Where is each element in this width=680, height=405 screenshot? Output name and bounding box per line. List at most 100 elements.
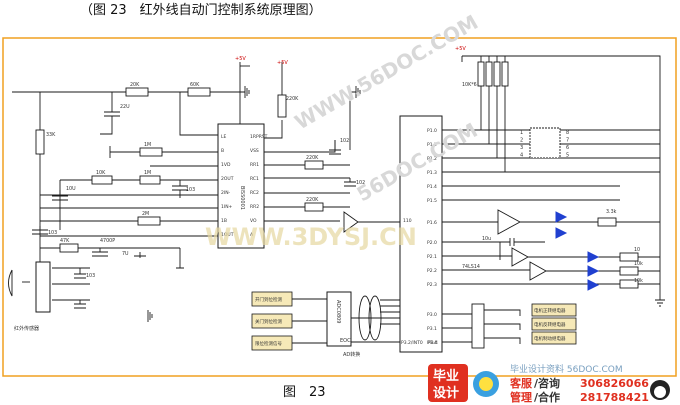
label-22u: 22U — [120, 104, 130, 110]
mcu-pin-right: P2.3 — [427, 282, 437, 288]
mcu-pin-right: P1.3 — [427, 170, 437, 176]
contact-sep-2: /合作 — [534, 390, 560, 404]
ic1-pin-left: 1OUT — [221, 232, 234, 238]
label-10k-a: 10k — [634, 261, 643, 267]
label-220k-b: 220K — [306, 155, 319, 161]
led-3 — [587, 251, 600, 263]
mcu-pin-right: P3.0 — [427, 312, 437, 318]
dip-num-left: 1 — [520, 130, 523, 136]
label-220k: 220K — [286, 96, 299, 102]
relay-box-label: 电机正转继电器 — [534, 307, 566, 314]
ic1-pin-right: RR2 — [250, 204, 259, 210]
ic1-pin-left: 2IN- — [221, 190, 231, 196]
led-5 — [587, 279, 600, 291]
label-1m-b: 1M — [144, 170, 151, 176]
label-4700p: 4700P — [100, 238, 115, 244]
label-1m-a: 1M — [144, 142, 151, 148]
label-74ls14: 74LS14 — [462, 264, 480, 270]
label-3-3k: 3.3k — [606, 209, 617, 215]
label-47k: 47K — [60, 238, 70, 244]
led-1 — [555, 211, 568, 223]
mcu-pin-right: P2.0 — [427, 240, 437, 246]
mcu-pin-right: P2.2 — [427, 268, 437, 274]
mcu-pin-p11-left: 110 — [403, 218, 412, 224]
mcu-pin-p34: P3.4 — [428, 340, 438, 346]
mcu-pin-right: P3.1 — [427, 326, 437, 332]
label-220k-c: 220K — [306, 197, 319, 203]
dip-num-right: 7 — [566, 138, 569, 144]
ic1-pin-right: A — [250, 232, 254, 238]
ic1-pin-right: VSS — [250, 148, 259, 154]
label-10k-b: 10k — [634, 278, 643, 284]
mcu-pin-right: P1.6 — [427, 220, 437, 226]
dip-num-left: 2 — [520, 138, 523, 144]
relay-box — [531, 303, 577, 317]
mcu-pin-right: P2.1 — [427, 254, 437, 260]
dip-num-right: 8 — [566, 130, 569, 136]
ir-sensor: 红外传感器 +5V — [14, 46, 466, 332]
relay-box — [531, 317, 577, 331]
label-102-b: 102 — [356, 180, 365, 186]
relay-box-label: 电机反转继电器 — [534, 321, 566, 328]
mcu: P1.0P1.1P1.2P1.3P1.4P1.5P1.6P2.0P2.1P2.2… — [399, 115, 443, 353]
adc-name: ADC0809 — [335, 300, 341, 324]
detect-box-label: 开门到位检测 — [255, 296, 282, 303]
relay-box-label: 电机制动继电器 — [534, 335, 566, 342]
detect-box-label: 限位检测信号 — [255, 340, 282, 347]
adc-eoc: EOC — [340, 338, 351, 344]
dip-num-left: 4 — [520, 153, 523, 159]
mcu-pin-right: P3.4 — [427, 340, 437, 346]
dip-num-left: 3 — [520, 145, 523, 151]
mcu-pin-int0: P3.2/INT0 — [401, 340, 423, 346]
logo-line1: 毕业 — [433, 368, 459, 384]
contact-num-2: 281788421 — [580, 391, 649, 404]
label-7u: 7U — [122, 251, 129, 257]
mcu-pin-right: P1.2 — [427, 156, 437, 162]
dip-num-right: 6 — [566, 145, 569, 151]
ic1-pin-left: 1VD — [221, 162, 231, 168]
led-group — [555, 211, 600, 291]
label-10k: 10K — [96, 170, 106, 176]
ic1-pin-right: RR1 — [250, 162, 259, 168]
caption-bottom: 图 23 — [283, 385, 326, 400]
relay-box — [531, 331, 577, 345]
label-res-net: 10K*6 — [462, 82, 477, 88]
label-102-a: 102 — [340, 138, 349, 144]
label-103-b: 103 — [48, 230, 57, 236]
ic1-pin-left: 1IN+ — [221, 204, 233, 210]
label-10u: 10U — [66, 186, 76, 192]
ic1-pin-left: 2OUT — [221, 176, 234, 182]
label-2m: 2M — [142, 211, 149, 217]
ic1-pin-right: 1RPRST — [250, 134, 268, 140]
led-2 — [555, 227, 568, 239]
contact-label-1: 客服 — [509, 376, 533, 390]
ic1-vplus: +5V — [235, 56, 246, 62]
vplus-label-2: +5V — [277, 60, 288, 66]
footer-logo: 毕业 设计 毕业设计资料 56DOC.COM 客服 /咨询 306826066 … — [428, 363, 670, 404]
caption-top: （图 23 红外线自动门控制系统原理图） — [80, 2, 322, 18]
label-60k: 60K — [190, 82, 200, 88]
dip-num-right: 5 — [566, 153, 569, 159]
led-4 — [587, 265, 600, 277]
label-103-a: 103 — [186, 187, 195, 193]
watermark-3: WWW.3DYSJ.CN — [205, 223, 417, 251]
mcu-pin-right: P1.5 — [427, 198, 437, 204]
watermark-1: WWW.56DOC.COM — [291, 10, 483, 135]
site-text: 毕业设计资料 56DOC.COM — [510, 363, 623, 375]
ic1-pin-left: 1B — [221, 218, 227, 224]
logo-line2: 设计 — [433, 385, 459, 401]
sensor-label: 红外传感器 — [14, 325, 39, 332]
ad-label: AD转换 — [343, 351, 360, 358]
mcu-pin-right: P1.1 — [427, 142, 437, 148]
vplus-label-3: +5V — [455, 46, 466, 52]
ic1-pin-right: VO — [250, 218, 257, 224]
contact-num-1: 306826066 — [580, 377, 649, 390]
label-10: 10 — [634, 247, 640, 253]
mid-circuit — [264, 86, 400, 233]
label-33k: 33K — [46, 132, 56, 138]
label-20k: 20K — [130, 82, 140, 88]
